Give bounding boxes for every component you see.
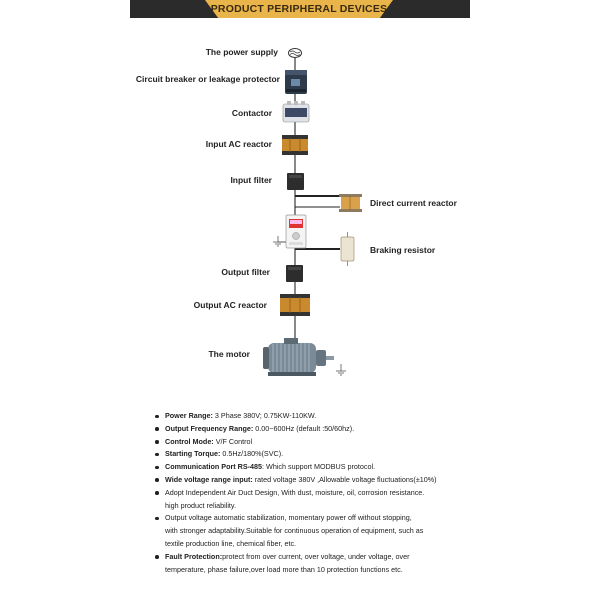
spec-item-voltage-range: Wide voltage range input: rated voltage … — [155, 474, 475, 487]
spec-item-air-duct: Adopt Independent Air Duct Design, With … — [155, 487, 475, 513]
spec-item-communication-port: Communication Port RS-485: Which support… — [155, 461, 475, 474]
spec-item-power-range: Power Range: 3 Phase 380V; 0.75KW-110KW. — [155, 410, 475, 423]
dc-reactor-icon — [339, 194, 362, 212]
spec-item-control-mode: Control Mode: V/F Control — [155, 436, 475, 449]
spec-item-starting-torque: Starting Torque: 0.5Hz/180%(SVC). — [155, 448, 475, 461]
ac-reactor-icon — [280, 294, 310, 316]
label-motor: The motor — [208, 349, 250, 359]
ground-icon — [336, 364, 346, 376]
label-power-supply: The power supply — [205, 47, 278, 57]
braking-resistor-icon — [340, 232, 355, 266]
spec-item-output-frequency: Output Frequency Range: 0.00~600Hz (defa… — [155, 423, 475, 436]
filter-icon — [286, 265, 303, 282]
label-braking-resistor: Braking resistor — [370, 245, 436, 255]
peripheral-devices-diagram — [263, 48, 362, 376]
filter-icon — [287, 173, 304, 190]
ground-icon — [273, 236, 283, 247]
label-circuit-breaker: Circuit breaker or leakage protector — [135, 74, 280, 84]
inverter-icon — [285, 214, 307, 249]
circuit-breaker-icon — [285, 70, 307, 94]
page-title: PRODUCT PERIPHERAL DEVICES — [210, 3, 388, 15]
label-input-filter: Input filter — [230, 175, 272, 185]
spec-list: Power Range: 3 Phase 380V; 0.75KW-110KW.… — [155, 410, 475, 576]
label-dc-reactor: Direct current reactor — [370, 198, 457, 208]
ac-reactor-icon — [282, 135, 308, 155]
spec-item-fault-protection: Fault Protection:protect from over curre… — [155, 551, 475, 577]
spec-item-output-voltage: Output voltage automatic stabilization, … — [155, 512, 475, 550]
motor-icon — [263, 338, 334, 376]
label-output-filter: Output filter — [221, 267, 270, 277]
label-input-ac-reactor: Input AC reactor — [205, 139, 272, 149]
power-supply-icon — [288, 48, 302, 58]
label-contactor: Contactor — [231, 108, 272, 118]
label-output-ac-reactor: Output AC reactor — [193, 300, 267, 310]
header-banner-tab — [205, 0, 393, 18]
contactor-icon — [282, 101, 310, 123]
